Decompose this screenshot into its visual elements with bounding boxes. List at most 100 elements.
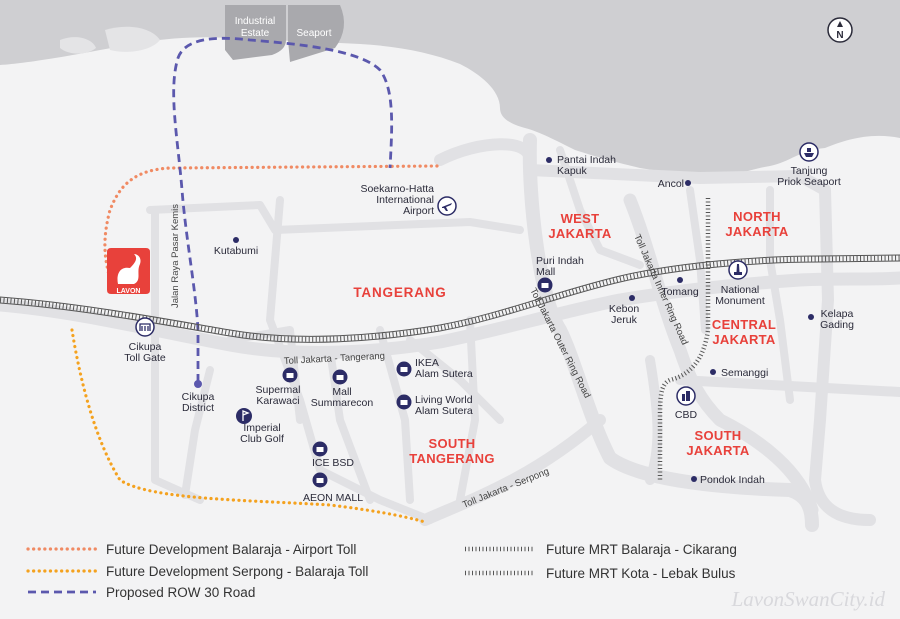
industrial-estate-label: Industrial — [235, 16, 276, 27]
label-pondok-indah: Pondok Indah — [700, 474, 765, 486]
region-west-jakarta: WEST — [561, 211, 600, 226]
monument-icon — [728, 260, 748, 280]
marker-pantai-indah-kapuk — [546, 157, 552, 163]
legend-item-mrt-kota-lebak-bulus: Future MRT Kota - Lebak Bulus — [465, 566, 736, 581]
label-cikupa-toll-gate: Toll Gate — [124, 352, 166, 364]
label-cikupa-district: Cikupa — [182, 391, 215, 403]
label-pantai-indah-kapuk: Kapuk — [557, 165, 588, 177]
industrial-estate-zone — [225, 5, 286, 60]
industrial-estate-label: Estate — [241, 28, 270, 39]
label-ikea-alam-sutera: Alam Sutera — [415, 368, 473, 380]
airport-icon — [437, 196, 457, 216]
coastal-land — [60, 37, 96, 54]
label-mall-summarecon: Summarecon — [311, 397, 374, 409]
lavon-logo-text: LAVON — [117, 288, 141, 295]
marker-kutabumi — [233, 237, 239, 243]
label-ancol: Ancol — [658, 178, 684, 190]
label-cikupa-district: District — [182, 402, 214, 414]
region-south-tangerang: SOUTH — [429, 436, 476, 451]
landmark-icons — [135, 142, 819, 488]
label-tomang: Tomang — [661, 286, 699, 298]
label-kebon-jeruk: Jeruk — [611, 314, 637, 326]
label-ikea-alam-sutera: IKEA — [415, 357, 439, 369]
marker-ancol — [685, 180, 691, 186]
region-south-jakarta: SOUTH — [695, 428, 742, 443]
label-puri-indah-mall: Puri Indah — [536, 255, 584, 267]
golf-icon — [236, 408, 252, 424]
label-mall-summarecon: Mall — [332, 386, 351, 398]
place-labels: Pantai Indah Kapuk Ancol Tanjung Priok S… — [124, 154, 854, 504]
road-label-toll-serpong: Toll Jakarta - Serpong — [461, 466, 551, 511]
region-west-jakarta: JAKARTA — [548, 226, 612, 241]
region-south-tangerang: TANGERANG — [409, 451, 495, 466]
label-cbd: CBD — [675, 409, 698, 421]
balaraja-airport-toll-line — [103, 164, 439, 287]
marker-semanggi — [710, 369, 716, 375]
lavon-project-marker: LAVON — [107, 248, 150, 295]
region-tangerang: TANGERANG — [353, 285, 446, 300]
mall-bag-icon — [332, 369, 348, 385]
label-kebon-jeruk: Kebon — [609, 303, 640, 315]
svg-text:Future MRT Balaraja - Cikarang: Future MRT Balaraja - Cikarang — [546, 542, 737, 557]
map-legend: Future Development Balaraja - Airport To… — [26, 542, 737, 600]
label-ice-bsd: ICE BSD — [312, 457, 354, 469]
region-north-jakarta: JAKARTA — [725, 224, 789, 239]
label-kutabumi: Kutabumi — [214, 245, 258, 257]
marker-tomang — [677, 277, 683, 283]
label-tanjung-priok: Priok Seaport — [777, 176, 841, 188]
marker-kebon-jeruk — [629, 295, 635, 301]
mall-bag-icon — [312, 472, 328, 488]
road-label-toll-jakarta-tangerang: Toll Jakarta - Tangerang — [284, 351, 386, 367]
label-tanjung-priok: Tanjung — [791, 165, 828, 177]
region-north-jakarta: NORTH — [733, 209, 781, 224]
seaport-icon — [799, 142, 819, 162]
label-aeon-mall: AEON MALL — [303, 492, 363, 504]
label-imperial-club-golf: Imperial — [243, 422, 280, 434]
mall-bag-icon — [312, 441, 328, 457]
watermark: LavonSwanCity.id — [731, 587, 886, 611]
label-kelapa-gading: Gading — [820, 319, 854, 331]
label-imperial-club-golf: Club Golf — [240, 433, 284, 445]
north-arrow-icon: N — [827, 17, 853, 43]
toll-gate-icon — [135, 317, 155, 337]
cbd-building-icon — [676, 386, 696, 406]
svg-text:Future MRT Kota - Lebak Bulus: Future MRT Kota - Lebak Bulus — [546, 566, 736, 581]
row-30-road-line — [172, 36, 394, 382]
label-pantai-indah-kapuk: Pantai Indah — [557, 154, 616, 166]
region-central-jakarta: CENTRAL — [712, 317, 776, 332]
svg-text:Future Development Balaraja -: Future Development Balaraja - Airport To… — [106, 542, 356, 557]
legend-item-mrt-balaraja-cikarang: Future MRT Balaraja - Cikarang — [465, 542, 737, 557]
marker-kelapa-gading — [808, 314, 814, 320]
road-network — [0, 133, 900, 532]
sea-area — [0, 0, 900, 177]
marker-cikupa-district — [194, 380, 202, 388]
region-central-jakarta: JAKARTA — [712, 332, 776, 347]
svg-text:N: N — [836, 30, 843, 41]
region-south-jakarta: JAKARTA — [686, 443, 750, 458]
label-kelapa-gading: Kelapa — [821, 308, 854, 320]
legend-item-row-30-road: Proposed ROW 30 Road — [28, 585, 255, 600]
legend-item-balaraja-airport-toll: Future Development Balaraja - Airport To… — [26, 542, 356, 557]
mall-bag-icon — [537, 277, 553, 293]
label-puri-indah-mall: Mall — [536, 266, 555, 278]
svg-text:Proposed ROW 30 Road: Proposed ROW 30 Road — [106, 585, 255, 600]
serpong-balaraja-toll-line — [70, 328, 427, 524]
label-semanggi: Semanggi — [721, 367, 768, 379]
road-label-pasar-kemis: Jalan Raya Pasar Kemis — [170, 204, 181, 308]
marker-pondok-indah — [691, 476, 697, 482]
label-cikupa-toll-gate: Cikupa — [129, 341, 162, 353]
label-supermal-karawaci: Supermal — [256, 384, 301, 396]
label-living-world: Living World — [415, 394, 473, 406]
place-markers — [194, 157, 814, 482]
label-living-world: Alam Sutera — [415, 405, 473, 417]
legend-item-serpong-balaraja-toll: Future Development Serpong - Balaraja To… — [26, 564, 368, 579]
label-soekarno-hatta: Soekarno-Hatta — [360, 183, 434, 195]
label-soekarno-hatta: Airport — [403, 205, 434, 217]
mall-bag-icon — [396, 361, 412, 377]
seaport-label: Seaport — [296, 28, 331, 39]
label-supermal-karawaci: Karawaci — [256, 395, 299, 407]
label-soekarno-hatta: International — [376, 194, 434, 206]
mrt-balaraja-cikarang-line — [0, 254, 900, 343]
label-national-monument: National — [721, 284, 760, 296]
